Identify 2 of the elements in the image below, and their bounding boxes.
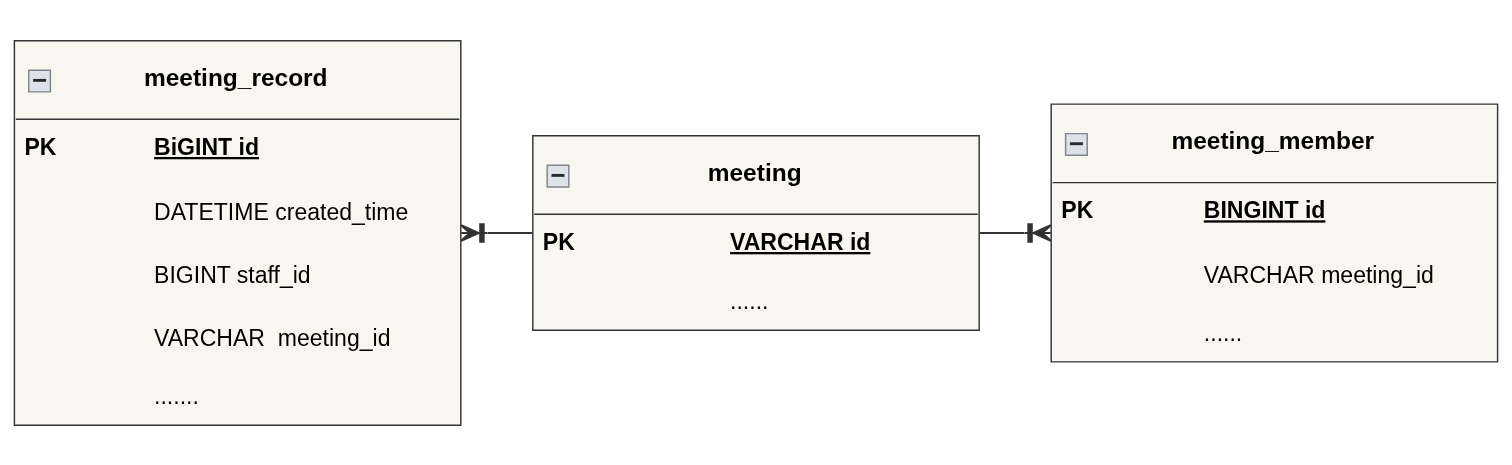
- connector: [979, 222, 1052, 243]
- connector: [460, 222, 533, 243]
